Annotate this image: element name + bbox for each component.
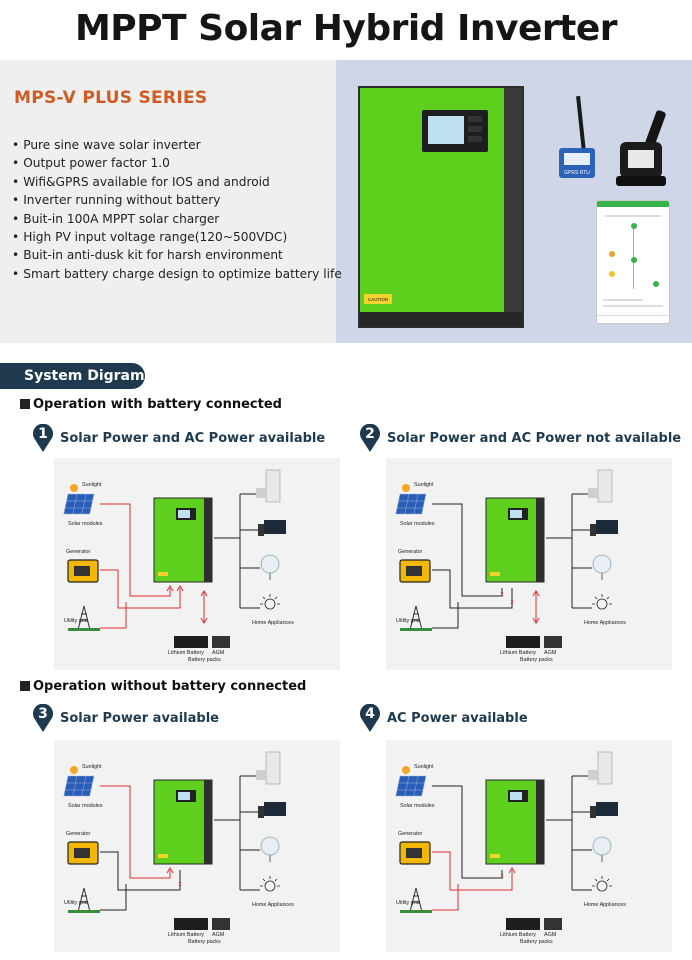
feature-item: Output power factor 1.0 (12, 154, 342, 172)
lithium-battery-label: Lithium Battery (168, 932, 204, 938)
svg-text:x: x (178, 881, 182, 888)
battery-packs-label: Battery packs (520, 657, 553, 663)
gprs-rtu-image: GPRS RTU (559, 96, 595, 178)
agm-label: AGM (212, 650, 225, 656)
case-title: Solar Power and AC Power available (60, 431, 326, 446)
home-appliances-label: Home Appliances (584, 902, 626, 908)
section-heading-with-battery: Operation with battery connected (20, 397, 282, 412)
svg-text:x: x (500, 873, 504, 880)
feature-item: High PV input voltage range(120~500VDC) (12, 228, 342, 246)
solar-modules-label: Solar modules (400, 521, 435, 527)
case-header-3: 3 Solar Power available (32, 704, 219, 733)
case-number-badge: 3 (32, 704, 54, 733)
generator-label: Generator (66, 549, 91, 555)
utility-grid-label: Utility grid (396, 900, 420, 906)
feature-item: Buit-in 100A MPPT solar charger (12, 210, 342, 228)
series-title: MPS-V PLUS SERIES (14, 88, 208, 108)
case-title: Solar Power and AC Power not available (387, 431, 682, 446)
feature-item: Wifi&GPRS available for IOS and android (12, 173, 342, 191)
solar-modules-label: Solar modules (400, 803, 435, 809)
lithium-battery-label: Lithium Battery (500, 650, 536, 656)
system-diagram-badge: System Digram (0, 363, 145, 389)
rtu-label: GPRS RTU (564, 170, 590, 176)
feature-item: Inverter running without battery (12, 191, 342, 209)
battery-packs-label: Battery packs (188, 939, 221, 945)
case-header-1: 1 Solar Power and AC Power available (32, 424, 325, 453)
sunlight-label: Sunlight (414, 764, 434, 770)
agm-label: AGM (212, 932, 225, 938)
inverter-product-image: CAUTION (358, 86, 524, 328)
sunlight-label: Sunlight (82, 482, 102, 488)
lithium-battery-label: Lithium Battery (168, 650, 204, 656)
case-number-badge: 1 (32, 424, 54, 453)
feature-item: Pure sine wave solar inverter (12, 136, 342, 154)
sunlight-label: Sunlight (82, 764, 102, 770)
battery-packs-label: Battery packs (188, 657, 221, 663)
home-appliances-label: Home Appliances (252, 620, 294, 626)
caution-label: CAUTION (368, 297, 388, 302)
wifi-dongle-image (616, 110, 666, 186)
generator-label: Generator (66, 831, 91, 837)
svg-text:x: x (510, 599, 514, 606)
section-heading-without-battery: Operation without battery connected (20, 679, 306, 694)
solar-modules-label: Solar modules (68, 521, 103, 527)
feature-list: Pure sine wave solar inverter Output pow… (12, 136, 342, 283)
svg-text:x: x (500, 591, 504, 598)
mobile-app-screenshot (596, 200, 670, 324)
battery-packs-label: Battery packs (520, 939, 553, 945)
case-title: AC Power available (387, 711, 528, 726)
utility-grid-label: Utility grid (64, 618, 88, 624)
feature-item: Buit-in anti-dusk kit for harsh environm… (12, 246, 342, 264)
feature-item: Smart battery charge design to optimize … (12, 265, 342, 283)
utility-grid-label: Utility grid (64, 900, 88, 906)
case-header-2: 2 Solar Power and AC Power not available (359, 424, 681, 453)
main-title: MPPT Solar Hybrid Inverter (74, 8, 618, 49)
case-title: Solar Power available (60, 711, 219, 726)
solar-modules-label: Solar modules (68, 803, 103, 809)
agm-label: AGM (544, 650, 557, 656)
generator-label: Generator (398, 831, 423, 837)
case-header-4: 4 AC Power available (359, 704, 528, 733)
utility-grid-label: Utility grid (396, 618, 420, 624)
case-number-badge: 4 (359, 704, 381, 733)
home-appliances-label: Home Appliances (252, 902, 294, 908)
agm-label: AGM (544, 932, 557, 938)
generator-label: Generator (398, 549, 423, 555)
case-number-badge: 2 (359, 424, 381, 453)
home-appliances-label: Home Appliances (584, 620, 626, 626)
lithium-battery-label: Lithium Battery (500, 932, 536, 938)
sunlight-label: Sunlight (414, 482, 434, 488)
